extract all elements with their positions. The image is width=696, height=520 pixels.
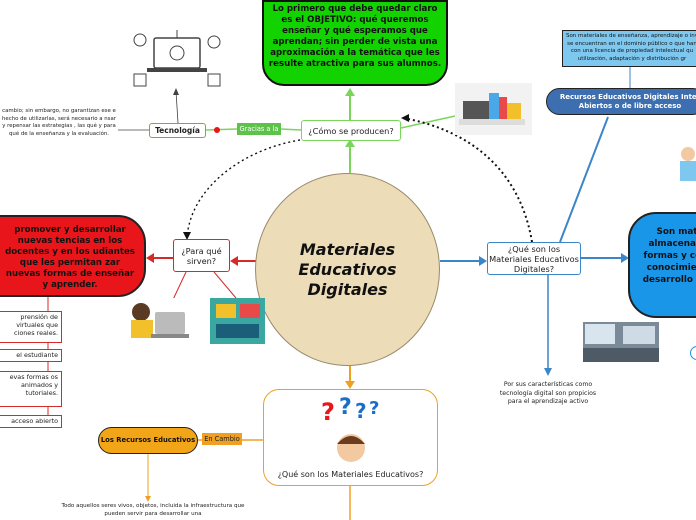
que-son-materiales-digitales-node[interactable]: ¿Qué son los Materiales Educativos Digit…	[487, 242, 581, 275]
recursos-dig-label: Recursos Educativos Digitales Inter Abie…	[559, 93, 696, 110]
recursos-edu-label: Los Recursos Educativos	[100, 436, 196, 444]
como-label: ¿Cómo se producen?	[308, 125, 394, 136]
que-son-materiales-educativos-node[interactable]	[263, 389, 438, 486]
teacher-illustration	[680, 147, 696, 181]
technology-devices-illustration	[133, 30, 221, 87]
bullet-item[interactable]: acceso abierto	[0, 415, 62, 428]
tecnologia-note: cambio; sin embargo, no garantizan ese e…	[2, 108, 116, 137]
svg-text:?: ?	[369, 398, 379, 419]
son-materiales-node[interactable]: Son mat almacenan, formas y códi conocim…	[628, 212, 696, 318]
online-learning-illustration	[210, 298, 265, 344]
tecnologia-node[interactable]: Tecnología	[149, 123, 206, 138]
gracias-a-la-connector: Gracias a la	[237, 123, 281, 135]
recursos-educativos-node[interactable]: Los Recursos Educativos	[98, 427, 198, 454]
para-label: ¿Para qué sirven?	[181, 245, 222, 266]
como-se-producen-node[interactable]: ¿Cómo se producen?	[301, 120, 401, 141]
svg-text:?: ?	[355, 399, 367, 423]
svg-text:?: ?	[339, 395, 352, 420]
central-topic[interactable]: Materiales Educativos Digitales	[255, 173, 440, 366]
bullet-item[interactable]: evas formas os animados y tutoriales.	[0, 371, 62, 407]
svg-text:?: ?	[321, 398, 335, 426]
blue-big-text: Son mat almacenan, formas y códi conocim…	[642, 227, 696, 285]
promover-node[interactable]: promover y desarrollar nuevas tencias en…	[0, 215, 146, 297]
recursos-educativos-note: Todo aquellos seres vivos, objetos, incl…	[61, 503, 245, 517]
books-tablet-illustration	[455, 83, 532, 135]
bullet-item[interactable]: prensión de virtuales que ciones reales.	[0, 311, 62, 343]
por-caracteristicas-note: Por sus características como tecnología …	[499, 381, 597, 405]
central-title: Materiales Educativos Digitales	[298, 239, 397, 299]
bullet-item[interactable]: el estudiante	[0, 349, 62, 362]
en-cambio-connector: En Cambio	[202, 433, 242, 445]
para-que-sirven-node[interactable]: ¿Para qué sirven?	[173, 239, 230, 272]
student-laptop-illustration	[117, 298, 191, 344]
tecnologia-label: Tecnología	[155, 125, 200, 135]
recursos-digitales-node[interactable]: Recursos Educativos Digitales Inter Abie…	[546, 88, 696, 115]
promover-text: promover y desarrollar nuevas tencias en…	[5, 225, 135, 290]
que-son-mat-label: ¿Qué son los Materiales Educativos?	[277, 470, 424, 479]
objetivo-node[interactable]: Lo primero que debe quedar claro es el O…	[262, 0, 448, 86]
materiales-definicion-node[interactable]: Son materiales de enseñanza, aprendizaje…	[562, 30, 696, 67]
objetivo-text: Lo primero que debe quedar claro es el O…	[268, 4, 442, 69]
classroom-photo	[583, 322, 659, 362]
que-son-dig-label: ¿Qué son los Materiales Educativos Digit…	[489, 243, 579, 274]
materiales-text: Son materiales de enseñanza, aprendizaje…	[565, 33, 696, 62]
questions-boy-illustration: ? ? ? ?	[321, 395, 379, 462]
